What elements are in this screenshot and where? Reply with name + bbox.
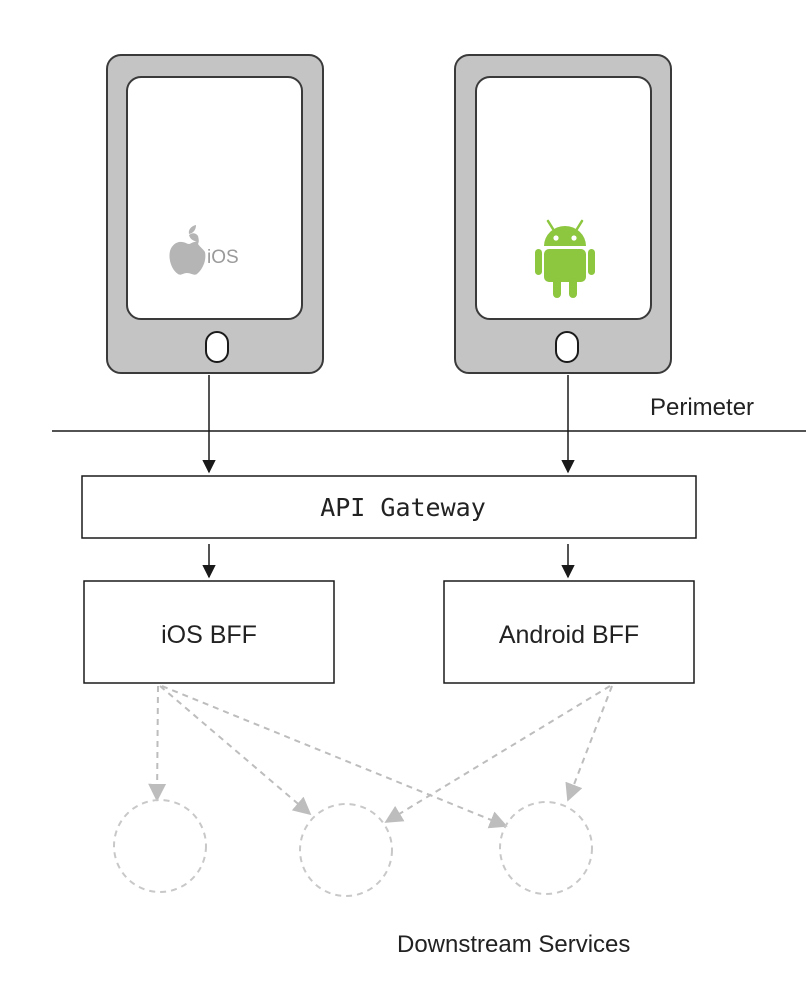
api-gateway-label: API Gateway bbox=[320, 493, 486, 522]
dashed-arrow bbox=[161, 685, 508, 829]
dashed-arrow bbox=[384, 685, 611, 823]
service-circle bbox=[499, 801, 593, 895]
home-button-icon bbox=[555, 331, 579, 363]
api-gateway-box bbox=[81, 475, 697, 539]
service-circle bbox=[113, 799, 207, 893]
perimeter-label: Perimeter bbox=[650, 394, 754, 421]
dashed-arrow bbox=[148, 685, 167, 802]
dashed-arrow bbox=[159, 685, 312, 816]
ios-platform-text: iOS bbox=[207, 247, 239, 268]
android-phone bbox=[454, 54, 672, 374]
downstream-connections bbox=[148, 685, 613, 829]
ios-phone-screen bbox=[126, 76, 303, 320]
home-button-icon bbox=[205, 331, 229, 363]
downstream-services bbox=[113, 799, 593, 897]
android-bff-box bbox=[443, 580, 695, 684]
android-bff-label: Android BFF bbox=[499, 621, 639, 649]
android-icon bbox=[535, 219, 595, 298]
ios-bff-box bbox=[83, 580, 335, 684]
downstream-services-label: Downstream Services bbox=[397, 931, 630, 958]
dashed-arrow bbox=[565, 685, 613, 802]
ios-phone: iOS bbox=[106, 54, 324, 374]
apple-icon bbox=[169, 225, 206, 275]
android-phone-screen bbox=[475, 76, 652, 320]
ios-bff-label: iOS BFF bbox=[161, 621, 257, 649]
service-circle bbox=[299, 803, 393, 897]
